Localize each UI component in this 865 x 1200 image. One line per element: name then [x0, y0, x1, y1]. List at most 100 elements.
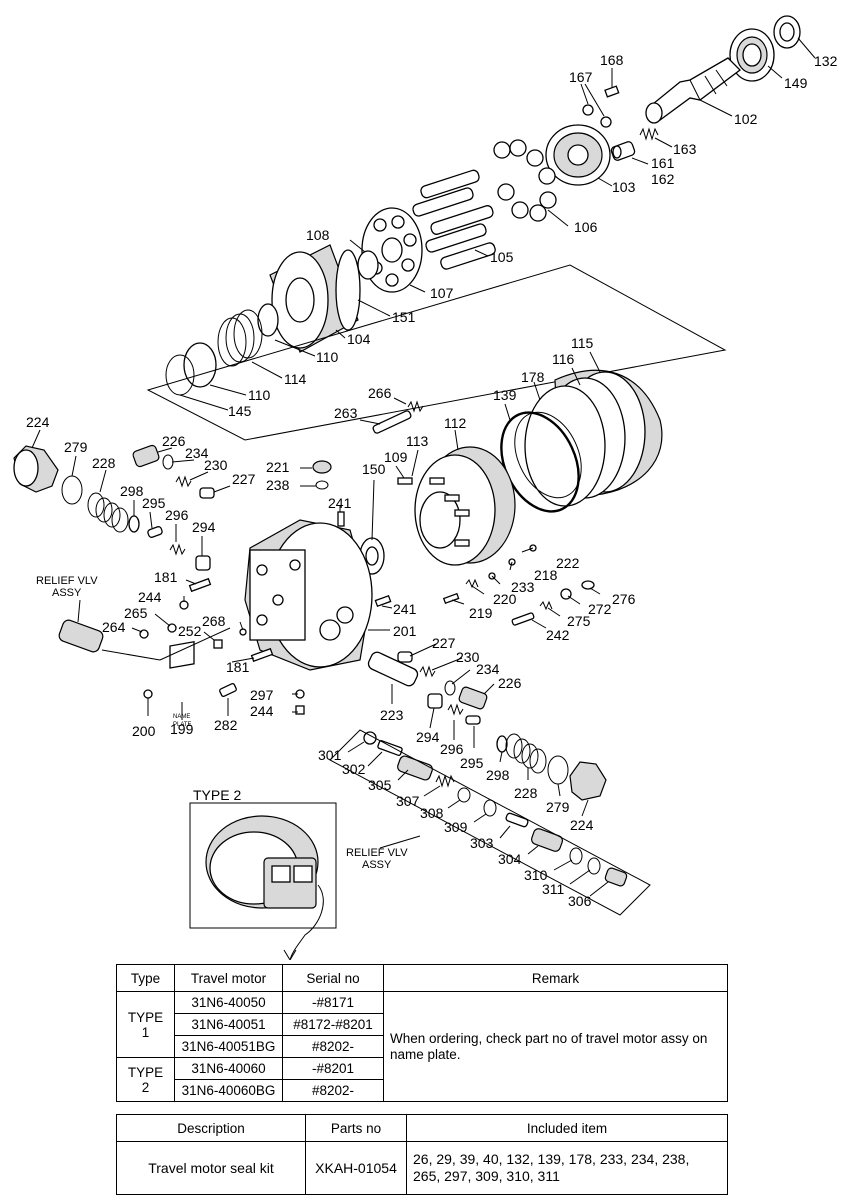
- type2-label: TYPE 2: [193, 787, 241, 803]
- label-234b: 234: [476, 661, 500, 677]
- ring-298a: [128, 515, 140, 533]
- label-116: 116: [552, 351, 575, 367]
- table-row: 31N6-40051BG #8202-: [117, 1035, 728, 1058]
- label-296b: 296: [440, 741, 464, 757]
- plug-221: [312, 460, 332, 474]
- spring-230a: [175, 475, 192, 488]
- label-309: 309: [444, 819, 468, 835]
- pin-263: [372, 410, 412, 434]
- o-ring-311: [587, 857, 601, 875]
- label-161: 161: [651, 155, 675, 171]
- label-241b: 241: [393, 601, 417, 617]
- ring-298b: [496, 735, 508, 753]
- label-162: 162: [651, 171, 675, 187]
- type-serial-table: Type Travel motor Serial no Remark TYPE …: [116, 964, 728, 1102]
- label-306: 306: [568, 893, 592, 909]
- pin-168: [604, 85, 620, 98]
- label-276: 276: [612, 591, 636, 607]
- label-301: 301: [318, 747, 342, 763]
- name-plate-text-2: PLATE: [173, 722, 192, 728]
- label-150: 150: [362, 461, 386, 477]
- o-ring-279a: [61, 475, 83, 505]
- header-parts-no: Parts no: [305, 1114, 407, 1142]
- label-263: 263: [334, 405, 358, 421]
- piston-294a: [195, 555, 211, 571]
- relief-vlv-left-label-1: RELIEF VLV: [36, 575, 98, 587]
- header-included-item: Included item: [406, 1114, 728, 1142]
- label-302: 302: [342, 761, 366, 777]
- label-181a: 181: [154, 569, 178, 585]
- included-items-line-1: 26, 29, 39, 40, 132, 139, 178, 233, 234,…: [413, 1151, 690, 1167]
- label-295b: 295: [460, 755, 484, 771]
- label-106: 106: [574, 219, 598, 235]
- relief-vlv-right-label-2: ASSY: [362, 859, 392, 871]
- cylinder-block-104: [269, 244, 361, 353]
- brake-piston-112: [414, 446, 516, 566]
- label-227a: 227: [232, 471, 256, 487]
- label-112: 112: [444, 415, 467, 431]
- label-115: 115: [571, 335, 594, 351]
- label-201: 201: [393, 623, 417, 639]
- header-travel-motor: Travel motor: [174, 964, 283, 992]
- label-132: 132: [814, 53, 838, 69]
- spring-114: [217, 309, 263, 367]
- label-109: 109: [384, 449, 408, 465]
- label-199: 199: [170, 721, 194, 737]
- label-149: 149: [784, 75, 808, 91]
- label-218: 218: [534, 567, 558, 583]
- label-303: 303: [470, 835, 494, 851]
- swash-plate-103: [545, 124, 611, 186]
- piston-161: [610, 141, 636, 161]
- label-223: 223: [380, 707, 404, 723]
- label-272: 272: [588, 601, 612, 617]
- label-233: 233: [511, 579, 535, 595]
- label-252: 252: [178, 623, 202, 639]
- poppet-303: [505, 812, 529, 828]
- ring-110a: [257, 303, 279, 337]
- relief-vlv-left-label-2: ASSY: [52, 587, 82, 599]
- spring-220: [465, 578, 479, 589]
- label-296a: 296: [165, 507, 189, 523]
- spring-228a: [87, 492, 129, 533]
- label-110a: 110: [316, 349, 339, 365]
- poppet-295a: [147, 526, 163, 538]
- table-row: 31N6-40060BG #8202-: [117, 1079, 728, 1102]
- plug-224a: [13, 445, 59, 493]
- label-228a: 228: [92, 455, 116, 471]
- casing-201: [244, 519, 373, 671]
- label-181b: 181: [226, 659, 250, 675]
- ball-167b: [600, 116, 612, 128]
- motor-cell: 31N6-40051: [174, 1013, 283, 1036]
- header-serial-no: Serial no: [282, 964, 384, 992]
- sleeve-305: [397, 755, 433, 781]
- pistons-105: [412, 169, 496, 270]
- spring-275: [539, 600, 553, 611]
- label-242: 242: [546, 627, 570, 643]
- label-224b: 224: [570, 817, 594, 833]
- pin-252: [213, 639, 223, 649]
- label-311: 311: [542, 881, 565, 897]
- label-266: 266: [368, 385, 392, 401]
- remark-cell: When ordering, check part no of travel m…: [383, 991, 728, 1102]
- piston-294b: [427, 693, 443, 709]
- pin-241a: [337, 511, 345, 527]
- label-308: 308: [420, 805, 444, 821]
- serial-cell: -#8171: [282, 991, 384, 1014]
- spring-163: [639, 127, 659, 141]
- label-226b: 226: [498, 675, 522, 691]
- o-ring-178: [514, 411, 582, 499]
- label-241a: 241: [328, 495, 352, 511]
- label-304: 304: [498, 851, 522, 867]
- label-145: 145: [228, 403, 252, 419]
- pin-244b: [295, 705, 305, 715]
- label-163: 163: [673, 141, 697, 157]
- plug-306: [604, 867, 628, 887]
- header-description: Description: [116, 1114, 306, 1142]
- label-110b: 110: [248, 387, 271, 403]
- o-ring-238: [315, 480, 329, 490]
- spherical-bushing-108: [357, 250, 379, 280]
- valve-227b: [397, 651, 413, 663]
- bearing-149: [729, 28, 775, 82]
- label-228b: 228: [514, 785, 538, 801]
- pin-219: [442, 592, 460, 605]
